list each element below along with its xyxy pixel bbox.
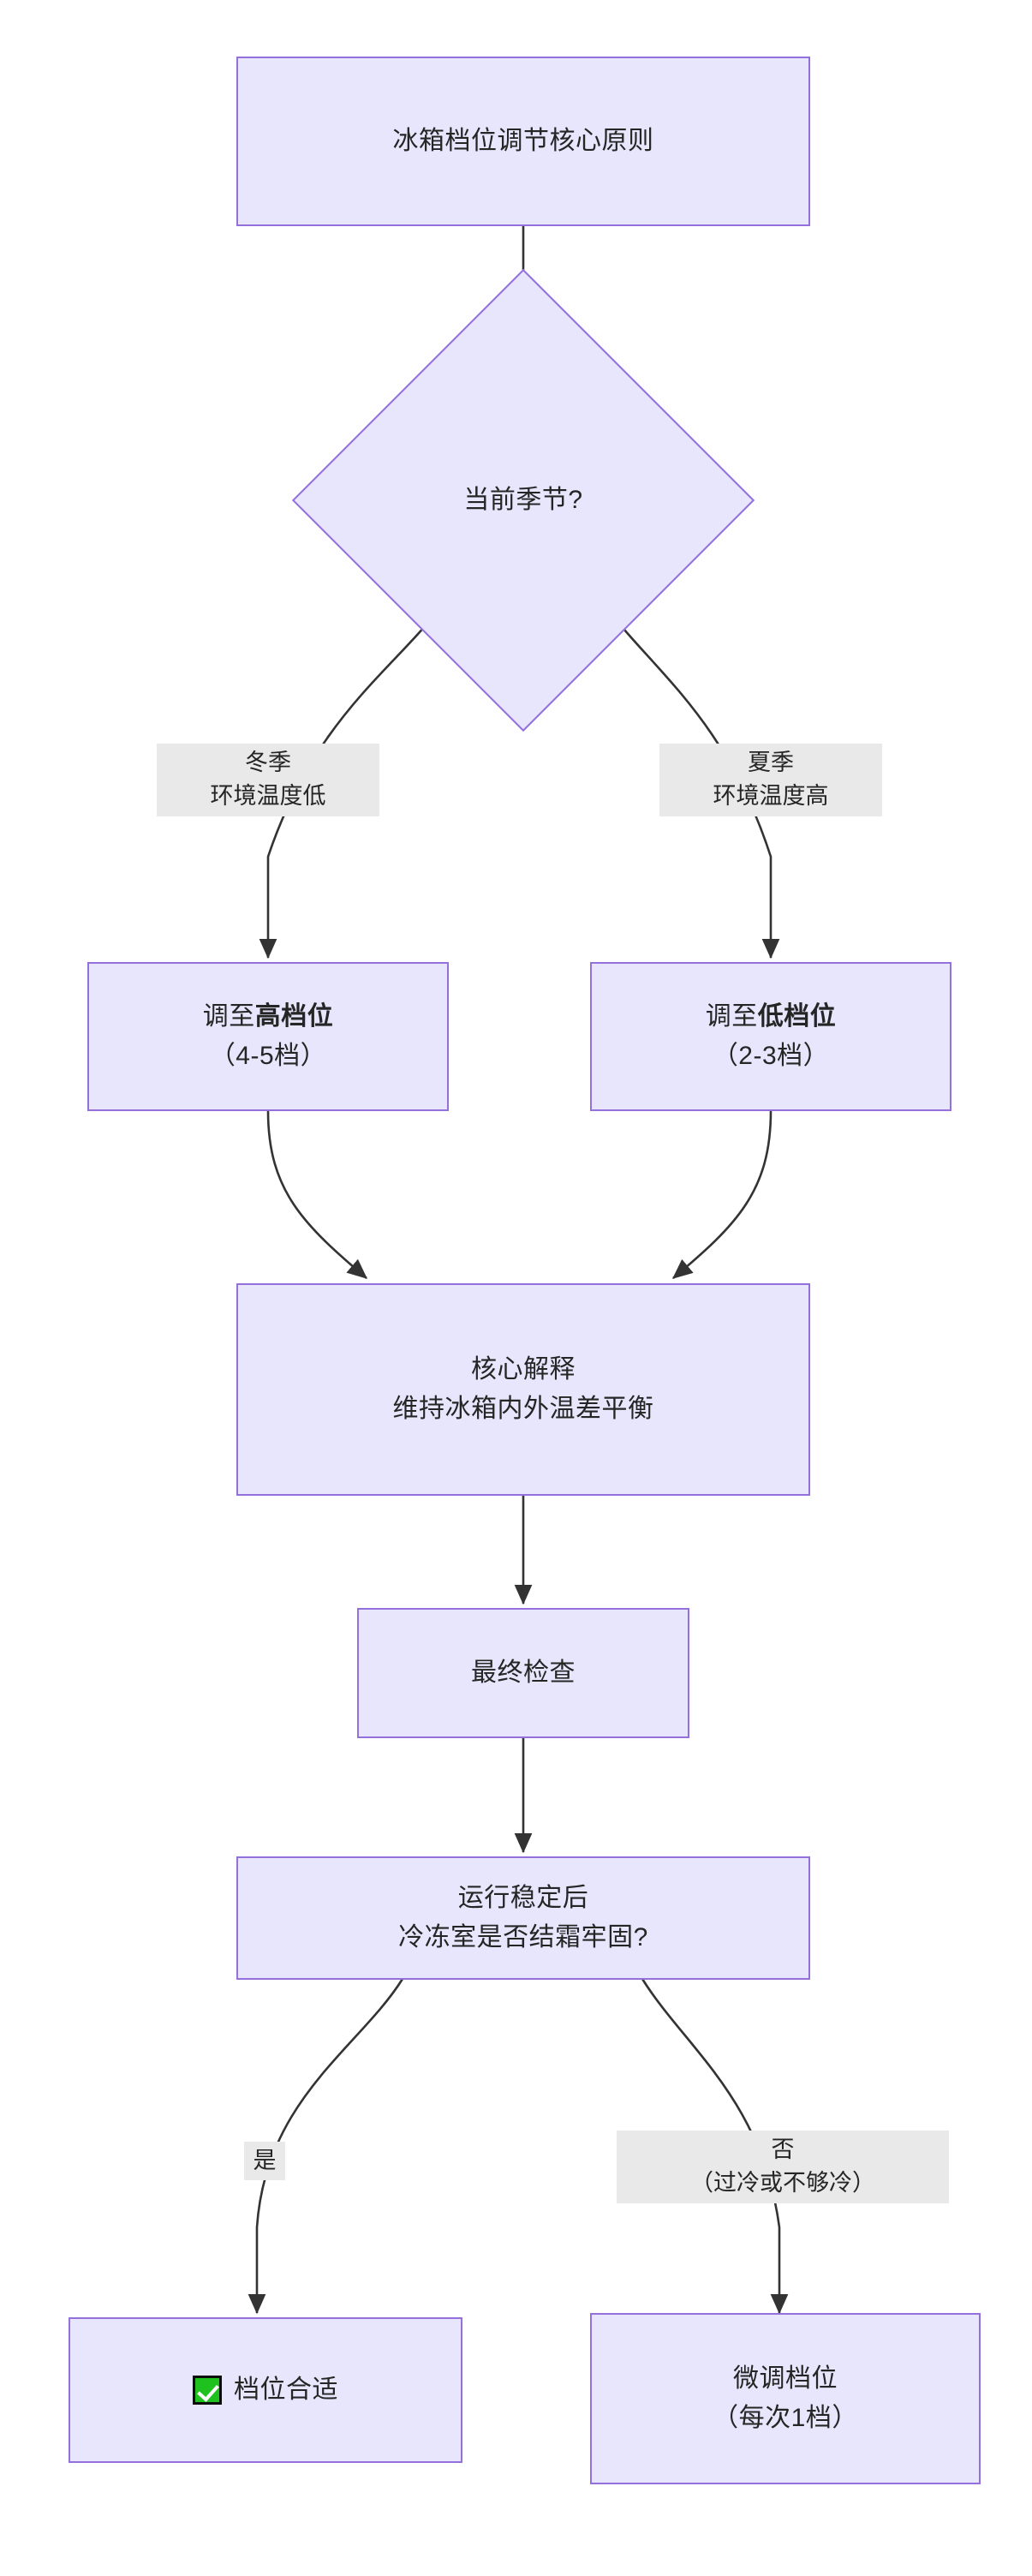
node-season-decision-label: 当前季节? — [463, 485, 583, 514]
edge-label-winter: 冬季 环境温度低 — [157, 744, 379, 816]
node-result-adjust-line2: （每次1档） — [713, 2404, 858, 2432]
edge-summer-to-core — [672, 1110, 773, 1279]
node-final-check-label: 最终检查 — [471, 1658, 576, 1687]
node-frost-decision[interactable]: 运行稳定后 冷冻室是否结霜牢固? — [236, 1856, 810, 1980]
node-winter-action-line1: 调至高档位 — [203, 997, 334, 1037]
node-core-explanation-line2: 维持冰箱内外温差平衡 — [392, 1395, 654, 1423]
check-mark-icon — [193, 2375, 222, 2405]
node-start[interactable]: 冰箱档位调节核心原则 — [236, 57, 810, 226]
node-result-ok-content: 档位合适 — [193, 2371, 338, 2409]
node-summer-action-line2: （2-3档） — [712, 1042, 830, 1070]
node-winter-action-emphasis: 高档位 — [254, 1001, 334, 1031]
node-core-explanation[interactable]: 核心解释 维持冰箱内外温差平衡 — [236, 1283, 810, 1496]
node-winter-action[interactable]: 调至高档位 （4-5档） — [87, 962, 449, 1111]
edge-label-yes: 是 — [244, 2142, 285, 2181]
node-frost-decision-line2: 冷冻室是否结霜牢固? — [398, 1923, 648, 1951]
node-summer-action[interactable]: 调至低档位 （2-3档） — [590, 962, 951, 1111]
edge-label-no-line2: （过冷或不够冷） — [690, 2170, 875, 2196]
node-final-check[interactable]: 最终检查 — [357, 1608, 689, 1738]
node-result-adjust-line1: 微调档位 — [733, 2364, 838, 2393]
node-result-adjust[interactable]: 微调档位 （每次1档） — [590, 2313, 981, 2484]
edge-label-yes-line1: 是 — [253, 2148, 277, 2173]
node-start-label: 冰箱档位调节核心原则 — [392, 126, 654, 155]
node-summer-action-line1: 调至低档位 — [706, 997, 837, 1037]
edge-label-no-line1: 否 — [771, 2137, 795, 2162]
node-summer-action-emphasis: 低档位 — [757, 1001, 837, 1031]
node-result-ok-label: 档位合适 — [234, 2375, 338, 2404]
node-summer-action-prefix: 调至 — [705, 1001, 758, 1031]
node-season-decision[interactable]: 当前季节? — [291, 268, 755, 732]
edge-label-summer-line1: 夏季 — [748, 750, 794, 775]
node-core-explanation-line1: 核心解释 — [471, 1354, 576, 1384]
edge-label-winter-line2: 环境温度低 — [210, 783, 326, 810]
node-frost-decision-line1: 运行稳定后 — [457, 1883, 589, 1912]
edge-label-no: 否 （过冷或不够冷） — [617, 2131, 949, 2203]
node-winter-action-prefix: 调至 — [202, 1001, 255, 1031]
edge-label-summer: 夏季 环境温度高 — [659, 744, 882, 816]
edge-winter-to-core — [266, 1110, 367, 1279]
node-winter-action-line2: （4-5档） — [209, 1042, 327, 1070]
node-result-ok[interactable]: 档位合适 — [69, 2317, 462, 2463]
edge-label-winter-line1: 冬季 — [245, 750, 291, 775]
edge-label-summer-line2: 环境温度高 — [713, 783, 829, 810]
